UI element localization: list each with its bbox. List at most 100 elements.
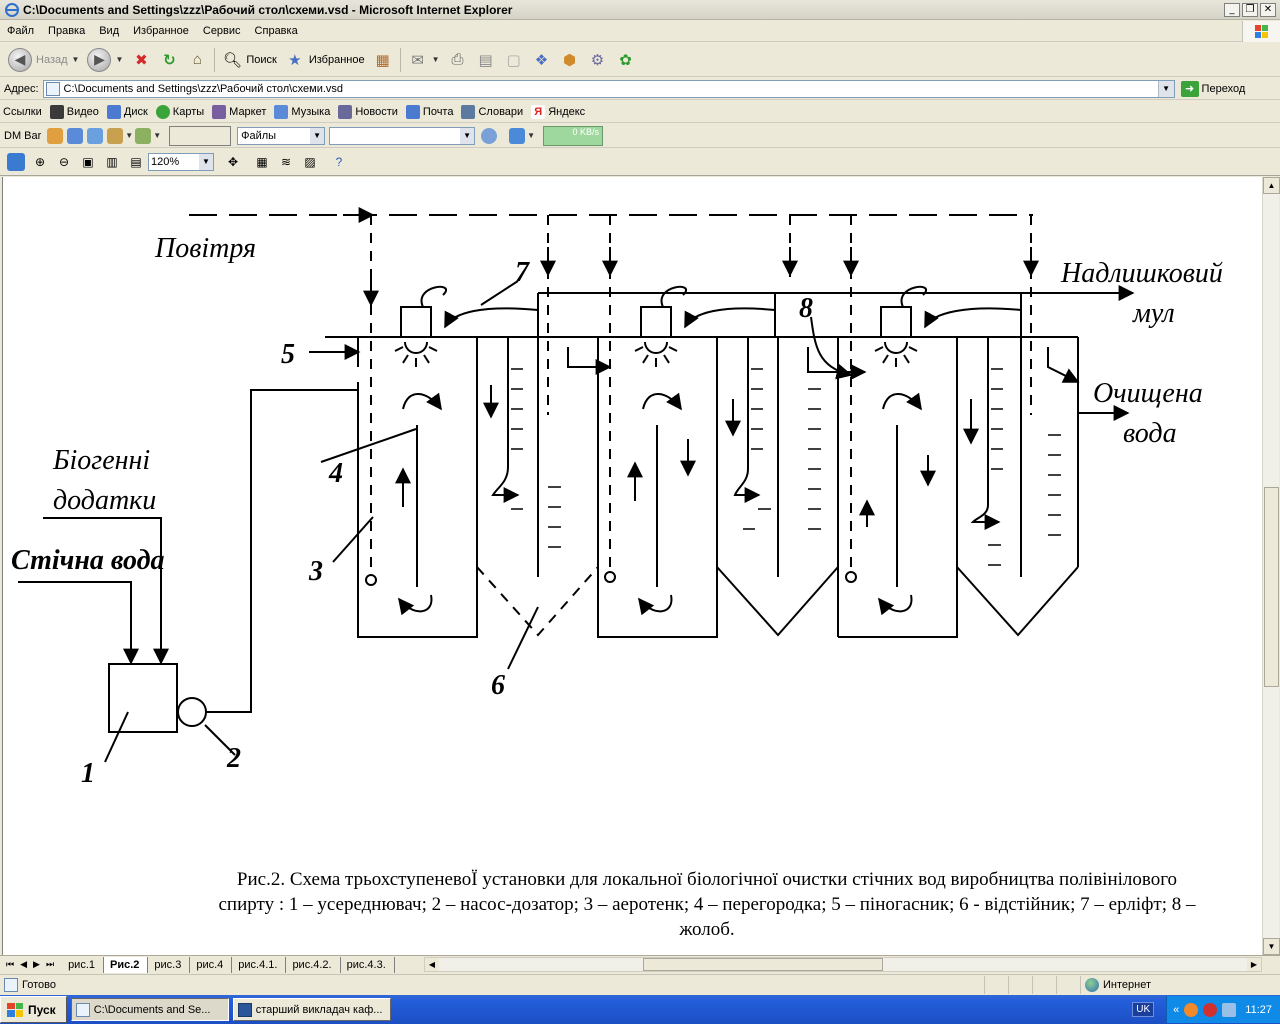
home-icon[interactable] bbox=[107, 127, 124, 144]
visio-icon[interactable] bbox=[7, 153, 25, 171]
link-dictionaries[interactable]: Словари bbox=[458, 104, 528, 119]
plugin-icon[interactable] bbox=[135, 127, 152, 144]
chevron-down-icon[interactable]: ▼ bbox=[1157, 80, 1174, 97]
print-button[interactable]: ⎙ bbox=[444, 46, 472, 74]
chevron-down-icon[interactable]: ▼ bbox=[125, 131, 134, 140]
task-word-window[interactable]: старший викладач каф... bbox=[232, 998, 391, 1021]
search-icon[interactable] bbox=[481, 127, 498, 144]
refresh-button[interactable]: ↻ bbox=[155, 46, 183, 74]
tab-ris-4-2[interactable]: рис.4.2. bbox=[286, 956, 341, 973]
tab-ris-4-3[interactable]: рис.4.3. bbox=[341, 956, 395, 973]
first-sheet-icon[interactable]: ⏮ bbox=[6, 959, 15, 969]
security-zone: Интернет bbox=[1080, 975, 1280, 994]
address-value[interactable]: C:\Documents and Settings\zzz\Рабочий ст… bbox=[63, 82, 344, 95]
icq-button[interactable]: ✿ bbox=[612, 46, 640, 74]
scroll-up-icon[interactable]: ▲ bbox=[1263, 177, 1280, 194]
menu-view[interactable]: Вид bbox=[99, 25, 120, 37]
fit-page-icon[interactable]: ▣ bbox=[82, 155, 94, 169]
menu-tools[interactable]: Сервис bbox=[202, 25, 241, 37]
link-music[interactable]: Музыка bbox=[271, 104, 335, 119]
start-button[interactable]: Пуск bbox=[0, 996, 67, 1023]
menu-file[interactable]: Файл bbox=[7, 25, 35, 37]
security-tray-icon[interactable] bbox=[1203, 1002, 1218, 1017]
forward-button[interactable]: ▶ ▼ bbox=[83, 46, 127, 74]
download-icon[interactable] bbox=[47, 127, 64, 144]
research-button[interactable]: ❖ bbox=[528, 46, 556, 74]
help-icon[interactable]: ? bbox=[335, 155, 343, 169]
news-icon bbox=[338, 104, 353, 119]
task-ie-window[interactable]: C:\Documents and Se... bbox=[70, 998, 229, 1021]
figure-caption: Рис.2. Схема трьохступеневоЇ установки д… bbox=[218, 869, 1196, 940]
search-button[interactable]: 🔍︎ Поиск bbox=[218, 46, 280, 74]
link-mail[interactable]: Почта bbox=[403, 104, 459, 119]
network-tray-icon[interactable] bbox=[1222, 1002, 1237, 1017]
dm-url-select[interactable]: ▼ bbox=[329, 126, 476, 145]
settings-icon[interactable] bbox=[87, 127, 104, 144]
scroll-thumb[interactable] bbox=[1264, 487, 1279, 687]
link-maps[interactable]: Карты bbox=[153, 104, 209, 119]
last-sheet-icon[interactable]: ⏭ bbox=[45, 959, 55, 969]
link-video[interactable]: Видео bbox=[47, 104, 104, 119]
properties-icon[interactable]: ▦ bbox=[256, 155, 268, 169]
link-disk[interactable]: Диск bbox=[104, 104, 153, 119]
menu-favorites[interactable]: Избранное bbox=[133, 25, 189, 37]
scroll-thumb[interactable] bbox=[643, 958, 883, 971]
zoom-in-icon[interactable]: ⊕ bbox=[34, 155, 46, 169]
vertical-scrollbar[interactable]: ▲ ▼ bbox=[1262, 177, 1280, 955]
link-news[interactable]: Новости bbox=[335, 104, 403, 119]
browser-tray-icon[interactable] bbox=[1184, 1002, 1199, 1017]
horizontal-scrollbar[interactable]: ◀ ▶ bbox=[424, 957, 1262, 972]
add-icon[interactable] bbox=[67, 127, 84, 144]
discuss-button[interactable]: ▢ bbox=[500, 46, 528, 74]
aerotank-3 bbox=[838, 337, 958, 638]
go-button[interactable]: ➜ Переход bbox=[1180, 80, 1245, 97]
tab-ris-1[interactable]: рис.1 bbox=[62, 956, 104, 973]
tools-button[interactable]: ⚙ bbox=[584, 46, 612, 74]
chevron-down-icon[interactable]: ▼ bbox=[153, 131, 162, 140]
scroll-down-icon[interactable]: ▼ bbox=[1263, 938, 1280, 955]
tab-ris-2[interactable]: Рис.2 bbox=[104, 956, 149, 973]
fit-width-icon[interactable]: ▥ bbox=[106, 155, 118, 169]
stop-button[interactable]: ✖ bbox=[127, 46, 155, 74]
prev-sheet-icon[interactable]: ◀ bbox=[20, 959, 28, 969]
chevron-left-icon[interactable]: « bbox=[1173, 1003, 1180, 1016]
address-bar: Адрес: C:\Documents and Settings\zzz\Раб… bbox=[0, 78, 1280, 100]
layers-icon[interactable]: ≋ bbox=[280, 155, 292, 169]
ie-icon bbox=[5, 2, 19, 17]
zoom-out-icon[interactable]: ⊖ bbox=[58, 155, 70, 169]
minimize-button[interactable]: _ bbox=[1224, 2, 1240, 17]
menu-help[interactable]: Справка bbox=[254, 25, 298, 37]
document-canvas[interactable]: Повітря Біогенні додатки Стічна вода Над… bbox=[2, 177, 1262, 955]
note-icon: ▢ bbox=[506, 51, 521, 69]
tab-ris-3[interactable]: рис.3 bbox=[148, 956, 191, 973]
chevron-down-icon[interactable]: ▼ bbox=[527, 131, 536, 140]
back-button[interactable]: ◀ Назад ▼ bbox=[4, 46, 83, 74]
market-icon bbox=[212, 104, 227, 119]
close-button[interactable]: ✕ bbox=[1260, 2, 1276, 17]
messenger-button[interactable]: ⬢ bbox=[556, 46, 584, 74]
menu-edit[interactable]: Правка bbox=[48, 25, 86, 37]
home-button[interactable]: ⌂ bbox=[183, 46, 211, 74]
edit-button[interactable]: ▤ bbox=[472, 46, 500, 74]
tab-ris-4-1[interactable]: рис.4.1. bbox=[232, 956, 287, 973]
actual-size-icon[interactable]: ▤ bbox=[130, 155, 142, 169]
pump bbox=[177, 697, 207, 727]
scroll-left-icon[interactable]: ◀ bbox=[425, 958, 439, 971]
mail-button[interactable]: ✉▼ bbox=[404, 46, 444, 74]
zoom-select[interactable]: 120% ▼ bbox=[148, 153, 214, 171]
download-arrow-icon[interactable] bbox=[509, 127, 526, 144]
pan-icon[interactable]: ✥ bbox=[227, 155, 239, 169]
next-sheet-icon[interactable]: ▶ bbox=[33, 959, 40, 969]
language-indicator[interactable]: UK bbox=[1132, 1002, 1155, 1017]
favorites-button[interactable]: ★ Избранное bbox=[281, 46, 369, 74]
page-setup-icon[interactable]: ▨ bbox=[304, 155, 316, 169]
history-button[interactable]: ▦ bbox=[369, 46, 397, 74]
tab-ris-4[interactable]: рис.4 bbox=[190, 956, 233, 973]
link-market[interactable]: Маркет bbox=[209, 104, 271, 119]
flower-icon: ✿ bbox=[619, 51, 632, 69]
restore-button[interactable]: ❐ bbox=[1242, 2, 1258, 17]
dm-category-select[interactable]: Файлы ▼ bbox=[237, 126, 326, 145]
address-input[interactable]: C:\Documents and Settings\zzz\Рабочий ст… bbox=[42, 79, 1175, 98]
scroll-right-icon[interactable]: ▶ bbox=[1247, 958, 1261, 971]
